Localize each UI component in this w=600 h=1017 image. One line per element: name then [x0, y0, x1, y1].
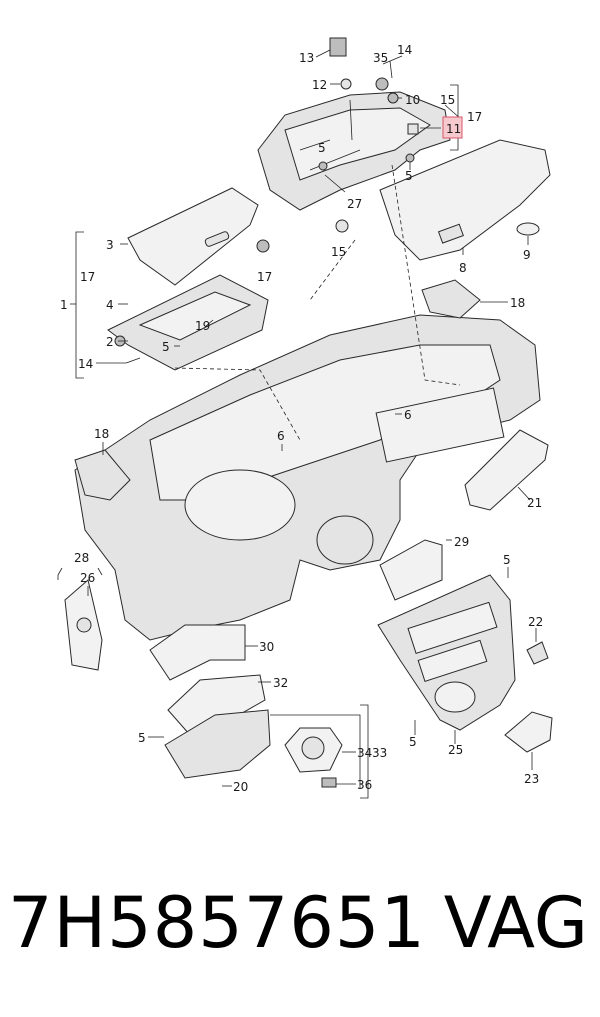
- callout-16: 17: [467, 110, 482, 124]
- ignition-ring-34: [284, 727, 343, 773]
- callout-6-right: 6: [404, 408, 412, 422]
- storage-tray: [107, 274, 269, 371]
- callout-15-mid: 15: [331, 245, 346, 259]
- callout-5-console: 5: [503, 553, 511, 567]
- callout-19: 19: [195, 319, 210, 333]
- callout-17-left: 17: [80, 270, 95, 284]
- column-shroud-lower: [164, 709, 271, 779]
- callout-11: 11: [446, 122, 461, 136]
- right-vent-18: [421, 279, 481, 319]
- callout-35: 35: [373, 51, 388, 65]
- part-number: 7H5857651: [8, 882, 426, 964]
- callout-labels: 13 35 14 12 10 15 17 11 5 5 27 15 8 9 18…: [60, 43, 543, 794]
- callout-5-top: 5: [318, 141, 326, 155]
- highlight-box: [442, 116, 463, 139]
- callout-14: 14: [78, 357, 93, 371]
- callout-5-left: 5: [162, 340, 170, 354]
- callout-10: 10: [405, 93, 420, 107]
- callout-24: 13: [299, 51, 314, 65]
- callout-13: 14: [397, 43, 412, 57]
- callout-33: 33: [372, 746, 387, 760]
- callout-2: 2: [106, 335, 114, 349]
- callout-25: 25: [448, 743, 463, 757]
- callout-5-right: 5: [405, 169, 413, 183]
- clip-36: [321, 777, 337, 788]
- callout-28: 28: [74, 551, 89, 565]
- callout-8: 8: [459, 261, 467, 275]
- callout-30: 30: [259, 640, 274, 654]
- callout-5-lower: 5: [409, 735, 417, 749]
- radio-bracket-29: [379, 539, 443, 601]
- callout-26: 26: [80, 571, 95, 585]
- exploded-parts-diagram: 13 35 14 12 10 15 17 11 5 5 27 15 8 9 18…: [57, 37, 553, 799]
- callout-12: 12: [312, 78, 327, 92]
- callout-29: 29: [454, 535, 469, 549]
- callout-18-left: 18: [94, 427, 109, 441]
- callout-20: 20: [233, 780, 248, 794]
- leader-lines: [57, 49, 537, 799]
- side-trim-28: [64, 579, 103, 671]
- glovebox-lid: [379, 139, 551, 261]
- callout-27: 27: [347, 197, 362, 211]
- storage-tray-lid: [127, 187, 259, 286]
- small-fasteners-top: [318, 37, 540, 236]
- brand-name: VAG: [443, 882, 588, 964]
- callout-18-right: 18: [510, 296, 525, 310]
- callout-21: 21: [527, 496, 542, 510]
- callout-1: 1: [60, 298, 68, 312]
- tray-23: [504, 711, 553, 753]
- callout-15-top: 15: [440, 93, 455, 107]
- callout-5-shroud: 5: [138, 731, 146, 745]
- callout-4: 4: [106, 298, 114, 312]
- callout-17-clip: 17: [257, 270, 272, 284]
- clip-17: [256, 239, 270, 253]
- center-console-25: [377, 574, 516, 731]
- pin-14: [125, 357, 141, 364]
- column-trim-30: [149, 624, 246, 681]
- dashboard-carrier: [74, 314, 541, 641]
- callout-34: 34: [357, 746, 372, 760]
- cover-21: [464, 429, 549, 511]
- left-vent-18: [74, 449, 131, 501]
- callout-9: 9: [523, 248, 531, 262]
- cover-22: [526, 641, 549, 665]
- callout-32: 32: [273, 676, 288, 690]
- callout-23: 23: [524, 772, 539, 786]
- callout-36: 36: [357, 778, 372, 792]
- callout-22: 22: [528, 615, 543, 629]
- callout-3: 3: [106, 238, 114, 252]
- callout-6-center: 6: [277, 429, 285, 443]
